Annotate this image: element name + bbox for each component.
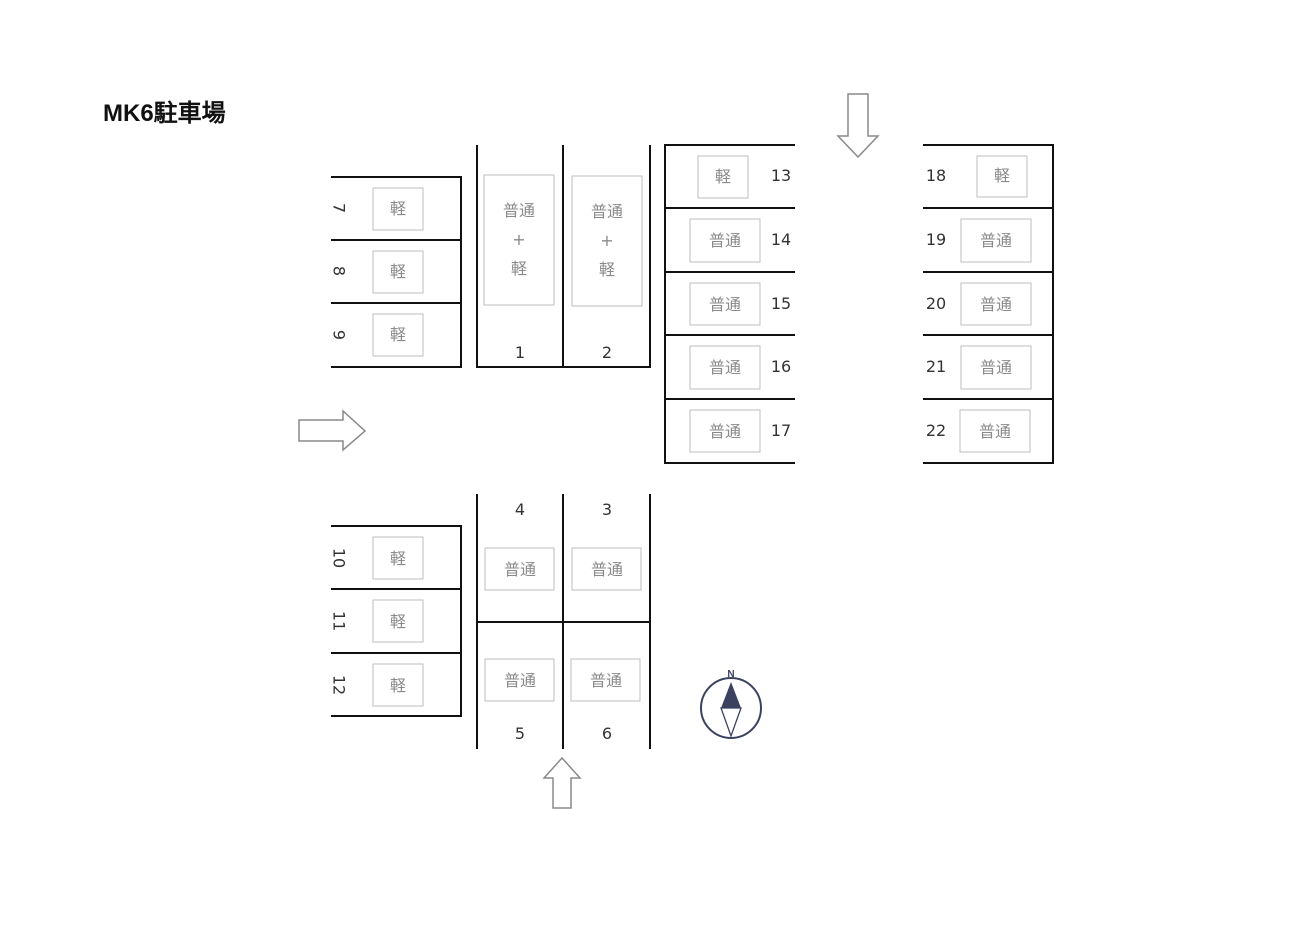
space-type-label: 普通 <box>504 671 536 690</box>
space-6: 普通 6 <box>570 658 641 743</box>
space-type-label: 軽 <box>715 167 731 186</box>
space-14: 普通 14 <box>689 218 791 263</box>
space-number: 16 <box>771 357 791 376</box>
space-type-label: 軽 <box>390 549 406 568</box>
space-group-right-a: 軽 13 普通 14 普通 15 普通 16 普通 17 <box>664 144 795 464</box>
arrow-down-icon <box>836 93 880 159</box>
space-type-label: 普通 <box>591 560 623 579</box>
space-2: 普通 + 軽 2 <box>571 175 643 362</box>
arrow-right-icon <box>298 409 367 452</box>
space-type-label: 普通 <box>980 295 1012 314</box>
space-type-label: 普通 <box>979 422 1011 441</box>
space-type-label: 普通 <box>709 295 741 314</box>
space-number: 14 <box>771 230 791 249</box>
space-group-left-bottom: 軽 10 軽 11 軽 12 <box>330 525 462 717</box>
space-number: 19 <box>926 230 946 249</box>
space-number: 5 <box>515 724 525 743</box>
space-number: 11 <box>330 611 349 631</box>
space-group-left-top: 軽 7 軽 8 軽 9 <box>330 176 462 368</box>
space-number: 22 <box>926 421 946 440</box>
space-5: 普通 5 <box>484 658 555 743</box>
space-13: 軽 13 <box>697 155 791 199</box>
space-10: 軽 10 <box>330 536 424 580</box>
space-16: 普通 16 <box>689 345 791 390</box>
space-15: 普通 15 <box>689 282 791 326</box>
space-type-label: 軽 <box>599 260 615 279</box>
space-type-label: 軽 <box>994 166 1010 185</box>
space-22: 普通 22 <box>926 409 1031 453</box>
space-type-label: 軽 <box>390 676 406 695</box>
space-type-label: 普通 <box>709 231 741 250</box>
space-number: 21 <box>926 357 946 376</box>
space-number: 1 <box>515 343 525 362</box>
arrow-up-icon <box>542 756 582 809</box>
space-type-label: 普通 <box>591 202 623 221</box>
space-7: 軽 7 <box>330 187 424 231</box>
space-17: 普通 17 <box>689 409 791 453</box>
space-type-label: 普通 <box>503 201 535 220</box>
space-12: 軽 12 <box>330 663 424 707</box>
space-number: 4 <box>515 500 525 519</box>
space-type-label: 軽 <box>390 612 406 631</box>
space-number: 8 <box>330 266 349 276</box>
space-number: 13 <box>771 166 791 185</box>
space-20: 普通 20 <box>926 282 1032 326</box>
space-1: 普通 + 軽 1 <box>483 174 555 362</box>
space-number: 7 <box>330 203 349 213</box>
space-type-label: 軽 <box>390 262 406 281</box>
space-type-label: 軽 <box>390 199 406 218</box>
space-19: 普通 19 <box>926 218 1032 263</box>
space-number: 12 <box>330 675 349 695</box>
space-18: 軽 18 <box>926 155 1028 198</box>
space-number: 18 <box>926 166 946 185</box>
space-number: 20 <box>926 294 946 313</box>
space-9: 軽 9 <box>330 313 424 357</box>
space-type-label: 普通 <box>980 231 1012 250</box>
space-type-label: 普通 <box>709 358 741 377</box>
space-type-label: 普通 <box>504 560 536 579</box>
space-4: 普通 4 <box>484 500 555 591</box>
space-number: 2 <box>602 343 612 362</box>
space-type-plus: + <box>512 230 525 249</box>
space-type-label: 普通 <box>709 422 741 441</box>
north-label: N <box>727 669 734 680</box>
space-number: 15 <box>771 294 791 313</box>
space-type-label: 普通 <box>980 358 1012 377</box>
space-number: 17 <box>771 421 791 440</box>
space-group-right-b: 軽 18 普通 19 普通 20 普通 21 普通 22 <box>923 144 1054 464</box>
space-8: 軽 8 <box>330 250 424 294</box>
compass-icon: N <box>700 669 762 739</box>
space-group-center-top: 普通 + 軽 1 普通 + 軽 2 <box>476 145 651 368</box>
space-number: 3 <box>602 500 612 519</box>
space-number: 10 <box>330 548 349 568</box>
space-type-label: 軽 <box>390 325 406 344</box>
space-number: 6 <box>602 724 612 743</box>
space-type-plus: + <box>600 231 613 250</box>
page-title: MK6駐車場 <box>103 99 226 127</box>
space-3: 普通 3 <box>571 500 642 591</box>
space-11: 軽 11 <box>330 599 424 643</box>
space-type-label: 軽 <box>511 259 527 278</box>
space-group-center-bottom: 普通 4 普通 3 普通 5 普通 6 <box>476 494 651 749</box>
space-21: 普通 21 <box>926 345 1032 390</box>
space-number: 9 <box>330 330 349 340</box>
space-type-label: 普通 <box>590 671 622 690</box>
